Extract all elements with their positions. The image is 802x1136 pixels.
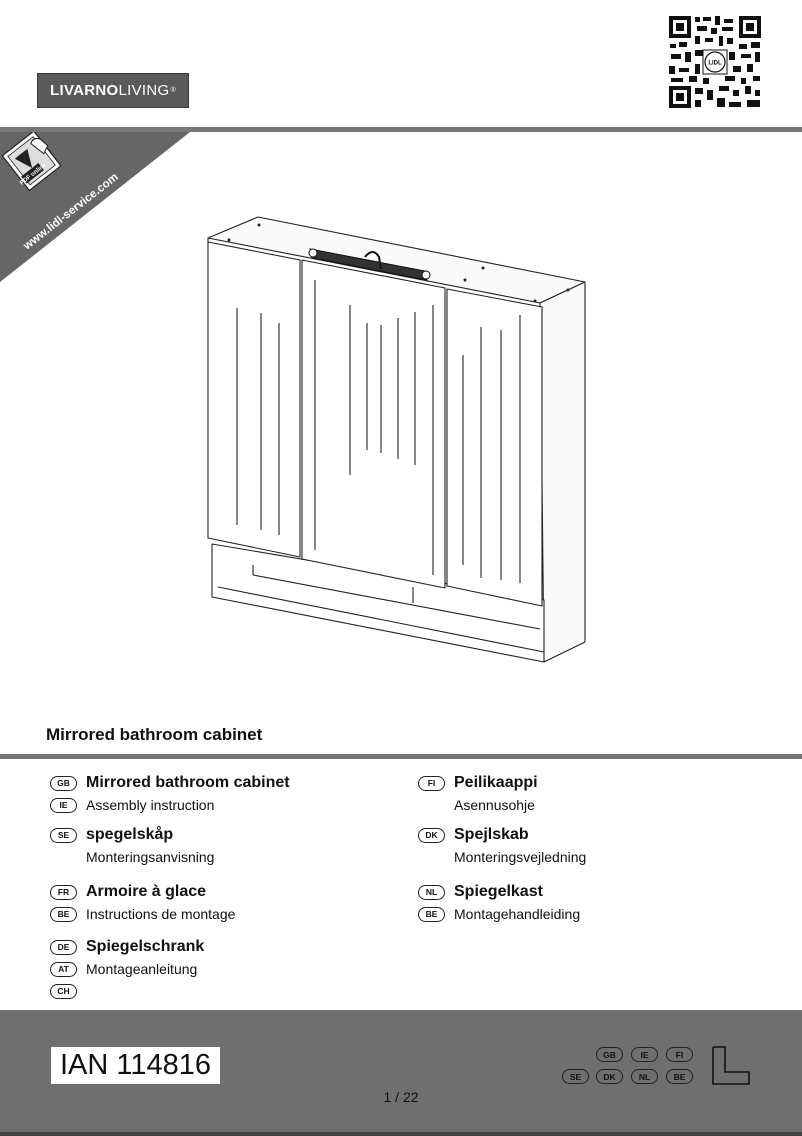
language-subtitle: Asennusohje (454, 797, 535, 813)
country-badge: NL (631, 1069, 658, 1084)
language-block-fi[interactable]: FI Peilikaappi Asennusohje (418, 772, 586, 816)
language-subtitle: Instructions de montage (86, 906, 236, 922)
country-badge: FR (50, 884, 77, 900)
country-badge: SE (562, 1069, 589, 1084)
qr-code-icon: LIDL (667, 14, 763, 110)
country-badge: DE (50, 939, 77, 955)
country-badge: IE (631, 1047, 658, 1062)
cabinet-light-fixture (308, 248, 431, 281)
language-subtitle: Assembly instruction (86, 797, 215, 813)
manual-hand-icon: PDF online (1, 132, 62, 192)
country-badge: FI (418, 775, 445, 791)
country-badge: AT (50, 961, 77, 977)
country-badge: DK (418, 827, 445, 843)
language-title: Spejlskab (454, 826, 529, 843)
logo-text-light: LIVING (118, 82, 170, 99)
language-block-dk[interactable]: DK Spejlskab Monteringsvejledning (418, 824, 586, 868)
language-subtitle: Montageanleitung (86, 961, 198, 977)
country-badge: BE (666, 1069, 693, 1084)
page-number: 1 / 22 (383, 1089, 419, 1105)
language-title: spegelskåp (86, 826, 174, 843)
language-block-se[interactable]: SE spegelskåp Monteringsanvisning (50, 824, 290, 868)
footer-bottom-rule (0, 1132, 802, 1136)
language-subtitle: Monteringsvejledning (454, 849, 587, 865)
language-title: Spiegelschrank (86, 938, 205, 955)
header-divider (0, 127, 802, 132)
country-badge: GB (596, 1047, 623, 1062)
product-title: Mirrored bathroom cabinet (46, 725, 263, 744)
language-subtitle: Monteringsanvisning (86, 849, 215, 865)
language-block-nl[interactable]: NL Spiegelkast BE Montagehandleiding (418, 881, 586, 925)
logo-text-bold: LIVARNO (50, 82, 119, 99)
country-badge: SE (50, 827, 77, 843)
language-block-gb[interactable]: GB Mirrored bathroom cabinet IE Assembly i… (50, 772, 290, 816)
country-badge: GB (50, 775, 77, 791)
country-badge: BE (50, 906, 77, 922)
language-list-left: GB Mirrored bathroom cabinet IE Assembly i… (50, 772, 290, 1002)
language-block-fr[interactable]: FR Armoire à glace BE Instructions de mont… (50, 881, 290, 925)
language-block-de[interactable]: DE Spiegelschrank AT Montageanleitung CH (50, 936, 290, 1002)
language-title: Armoire à glace (86, 883, 207, 900)
ian-number: IAN 114816 (51, 1047, 220, 1084)
language-subtitle: Montagehandleiding (454, 906, 581, 922)
L-corner-icon (712, 1046, 750, 1085)
logo-registered-mark: ® (170, 87, 176, 94)
bathroom-cabinet-drawing (207, 216, 586, 663)
language-list-right: FI Peilikaappi Asennusohje DK Spejlskab Mo… (418, 772, 586, 925)
country-badge: IE (50, 797, 77, 813)
language-title: Mirrored bathroom cabinet (86, 774, 290, 791)
language-title: Peilikaappi (454, 774, 538, 791)
country-badge: DK (596, 1069, 623, 1084)
svg-text:LIDL: LIDL (708, 61, 722, 67)
country-badge: CH (50, 983, 77, 999)
service-banner: PDF online www.lidl-service.com (0, 132, 190, 282)
section-divider (0, 754, 802, 759)
country-badge: BE (418, 906, 445, 922)
country-badge: NL (418, 884, 445, 900)
country-badge: FI (666, 1047, 693, 1062)
language-title: Spiegelkast (454, 883, 543, 900)
